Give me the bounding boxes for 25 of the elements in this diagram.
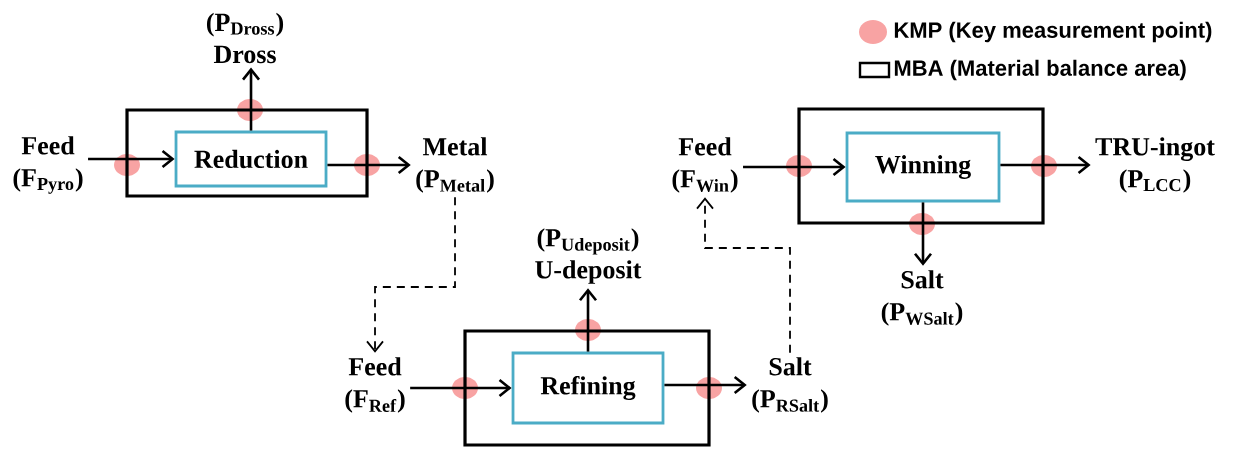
process-box: Reduction [174, 130, 328, 188]
arrow [410, 378, 512, 397]
balance-area-box [125, 108, 369, 198]
balance-area-box [797, 107, 1045, 225]
legend-text: KMP (Key measurement point) [894, 21, 1212, 43]
arrow [664, 375, 747, 394]
stream-label: Salt (P$_{WSalt}$) [881, 270, 963, 326]
stream-label: (P$_{Udeposit}$) U-deposit [535, 228, 642, 284]
stream-label: Feed (F$_{Pyro}$) [13, 136, 83, 194]
process-box: Winning [845, 131, 1001, 203]
process-box: Refining [511, 351, 665, 425]
stream-label: Feed (F$_{Win}$) [672, 137, 738, 193]
legend-text: MBA (Material balance area) [894, 59, 1186, 81]
stream-label: Feed (F$_{Ref}$) [345, 357, 405, 413]
stream-label: (P$_{Dross}$) Dross [206, 12, 284, 64]
arrow [696, 197, 791, 354]
stream-label: Metal (P$_{Metal}$) [416, 137, 494, 193]
arrow [1000, 156, 1091, 174]
arrow [366, 196, 456, 353]
arrow [743, 158, 846, 176]
arrow [88, 150, 175, 168]
stream-label: TRU-ingot (P$_{LCC}$) [1095, 137, 1215, 193]
balance-area-box [463, 329, 711, 447]
stream-label: Salt (P$_{RSalt}$) [752, 357, 828, 413]
arrow [327, 156, 411, 174]
